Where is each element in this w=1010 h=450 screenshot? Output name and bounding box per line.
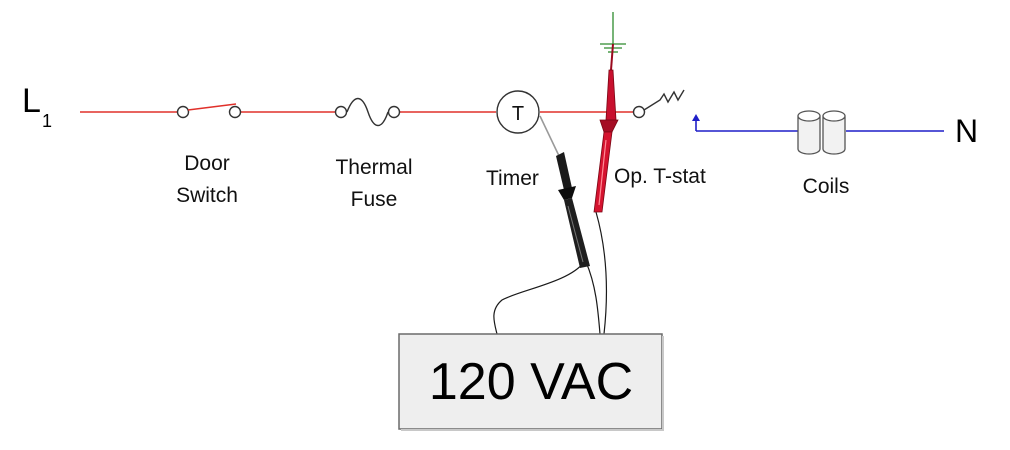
black-test-probe-icon <box>539 115 590 268</box>
line-l1-label: L 1 <box>22 82 52 131</box>
fuse-icon <box>334 97 401 127</box>
red-test-probe-icon <box>593 43 619 213</box>
door-switch-label-line1: Door <box>184 152 230 175</box>
timer-symbol: T <box>512 103 524 125</box>
line-subscript: 1 <box>42 111 52 131</box>
neutral-wire <box>695 120 944 132</box>
arrow-up-icon <box>692 114 700 121</box>
op-tstat-label: Op. T-stat <box>614 165 706 188</box>
timer-label: Timer <box>486 167 539 190</box>
neutral-label: N <box>955 113 978 149</box>
timer-circle-icon: T <box>496 90 540 134</box>
thermostat-switch-icon <box>632 89 685 119</box>
door-switch-label-line2: Switch <box>176 184 238 207</box>
line-label: L <box>22 82 41 120</box>
thermal-fuse-label-line1: Thermal <box>335 156 412 179</box>
voltage-meter: 120 VAC <box>398 333 664 431</box>
thermal-fuse-label-line2: Fuse <box>351 188 398 211</box>
meter-reading: 120 VAC <box>429 353 633 411</box>
coils-label: Coils <box>803 175 850 198</box>
open-switch-icon <box>176 103 242 119</box>
meter-leads <box>493 211 608 335</box>
coil-icon <box>797 110 846 155</box>
